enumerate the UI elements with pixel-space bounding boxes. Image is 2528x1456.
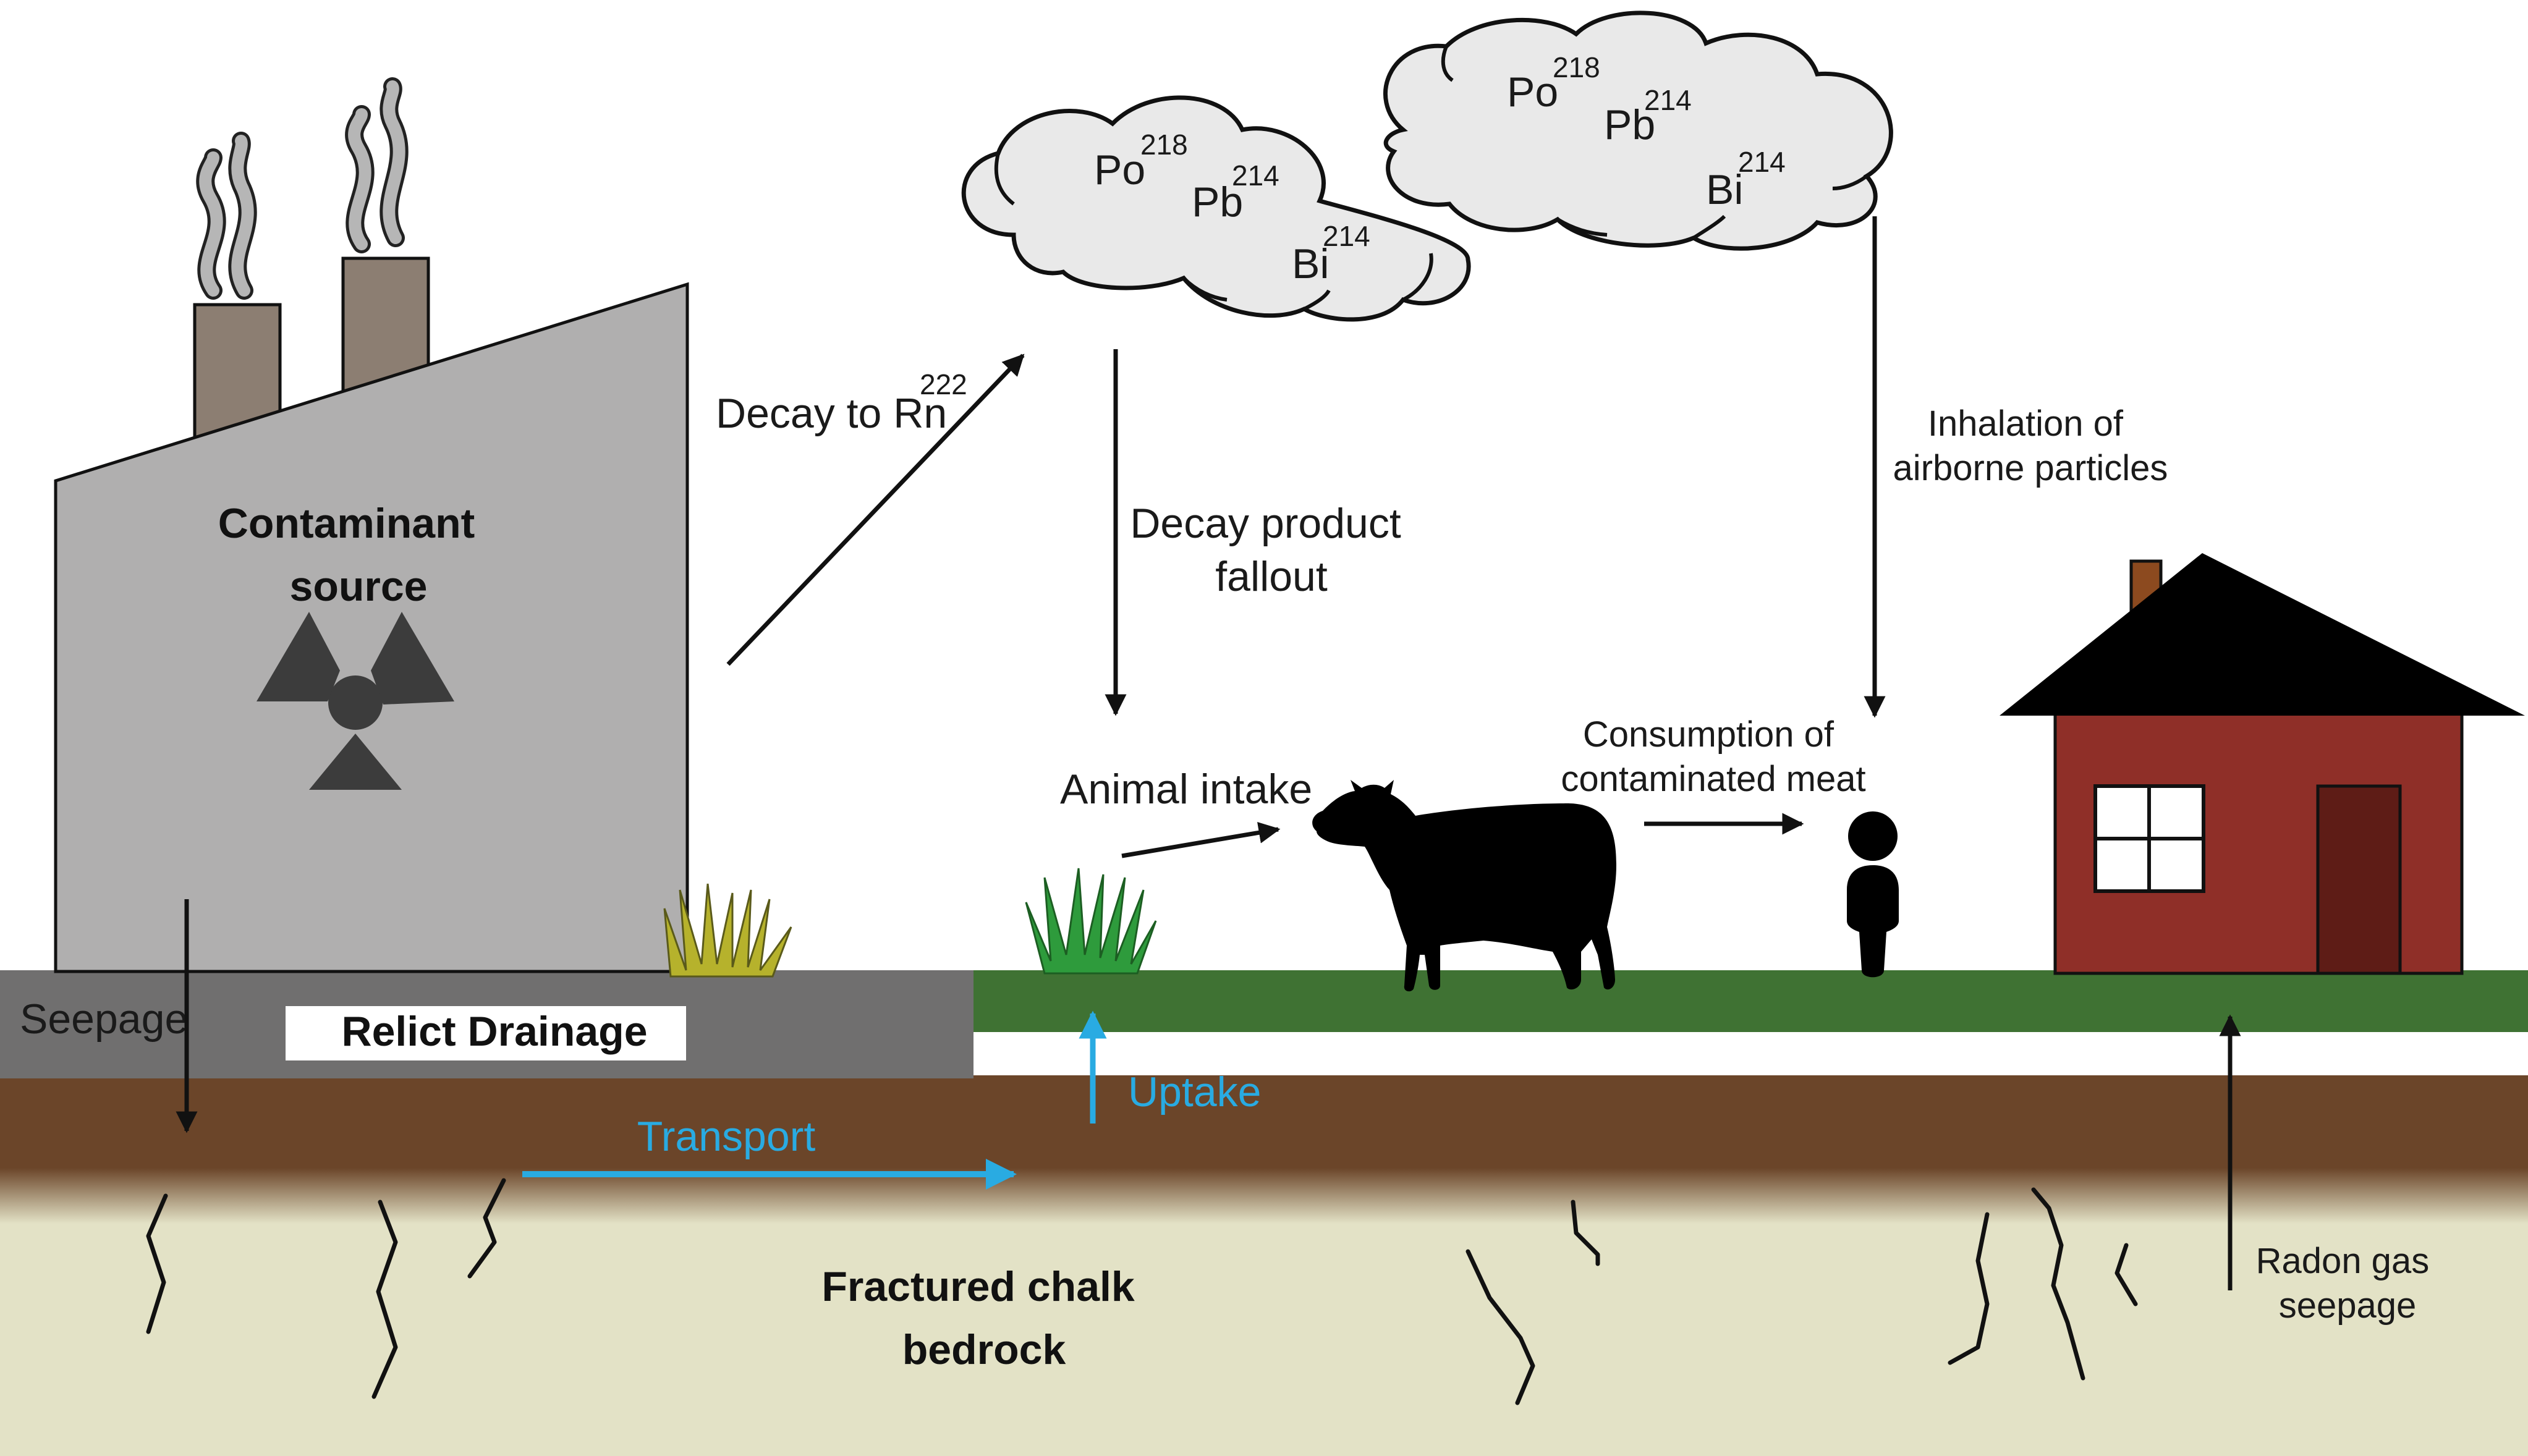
isotope-mass: 214 xyxy=(1232,159,1279,192)
relict-drainage-label-box xyxy=(286,1006,686,1060)
fracture-line xyxy=(2031,1187,2085,1381)
bedrock-layer xyxy=(0,1177,2528,1456)
radiation-symbol-icon xyxy=(257,612,454,790)
cow-icon xyxy=(1312,780,1616,992)
decay-to-rn-superscript: 222 xyxy=(920,368,967,400)
radon-gas-seepage-label: Radon gas seepage xyxy=(2256,1241,2440,1326)
soil-chalk-transition xyxy=(0,1168,2528,1224)
isotope-mass: 214 xyxy=(1644,84,1692,116)
decay-to-rn-label: Decay to Rn xyxy=(716,390,947,437)
animal-intake-label: Animal intake xyxy=(1060,766,1312,813)
isotope-symbol: Pb xyxy=(1604,101,1655,148)
grass-strip xyxy=(973,970,2528,1032)
fracture-line xyxy=(2114,1243,2138,1306)
fracture-line xyxy=(146,1193,168,1334)
person-icon xyxy=(1847,811,1899,978)
inhalation-label: Inhalation of airborne particles xyxy=(1893,404,2168,488)
isotope-symbol: Bi xyxy=(1292,240,1329,287)
fracture-line xyxy=(1465,1249,1535,1405)
grass-tuft-yellow xyxy=(663,883,792,978)
smoke-plumes xyxy=(196,77,409,300)
seepage-label: Seepage xyxy=(20,996,188,1043)
uptake-label: Uptake xyxy=(1128,1069,1261,1115)
relict-drainage-label: Relict Drainage xyxy=(341,1008,647,1055)
isotope-mass: 214 xyxy=(1323,220,1370,252)
fractured-chalk-label: Fractured chalk bedrock xyxy=(821,1263,1146,1373)
house-window xyxy=(2093,784,2205,893)
house-door xyxy=(2316,784,2402,975)
transport-label: Transport xyxy=(637,1113,816,1160)
decay-to-rn-arrow xyxy=(726,353,1025,666)
cloud-right xyxy=(1383,11,1893,251)
isotope-symbol: Bi xyxy=(1706,166,1743,213)
house-roof xyxy=(2000,553,2525,716)
fracture-line xyxy=(1948,1212,1990,1365)
consumption-label: Consumption of contaminated meat xyxy=(1561,714,1865,799)
decay-product-fallout-label: Decay product fallout xyxy=(1130,500,1412,600)
cloud-left xyxy=(961,95,1471,322)
isotope-symbol: Po xyxy=(1507,69,1558,116)
isotope-mass: 218 xyxy=(1553,51,1600,83)
isotope-mass: 214 xyxy=(1738,146,1786,178)
cloud-right-isotopes: Po 218 Pb 214 Bi 214 xyxy=(1507,51,1786,213)
fracture-line xyxy=(1571,1200,1600,1266)
soil-layer xyxy=(0,1075,2528,1180)
isotope-mass: 218 xyxy=(1140,129,1188,161)
animal-intake-arrow xyxy=(1121,822,1281,858)
isotope-symbol: Pb xyxy=(1192,179,1243,226)
grass-tuft-green xyxy=(1025,868,1157,975)
bedrock-fractures xyxy=(146,1178,2138,1405)
fracture-line xyxy=(371,1200,398,1399)
fracture-line xyxy=(467,1178,506,1279)
cloud-left-isotopes: Po 218 Pb 214 Bi 214 xyxy=(1094,129,1370,287)
contaminant-source-label: Contaminant source xyxy=(218,500,486,610)
contaminant-source-building xyxy=(54,282,689,973)
isotope-symbol: Po xyxy=(1094,146,1145,193)
